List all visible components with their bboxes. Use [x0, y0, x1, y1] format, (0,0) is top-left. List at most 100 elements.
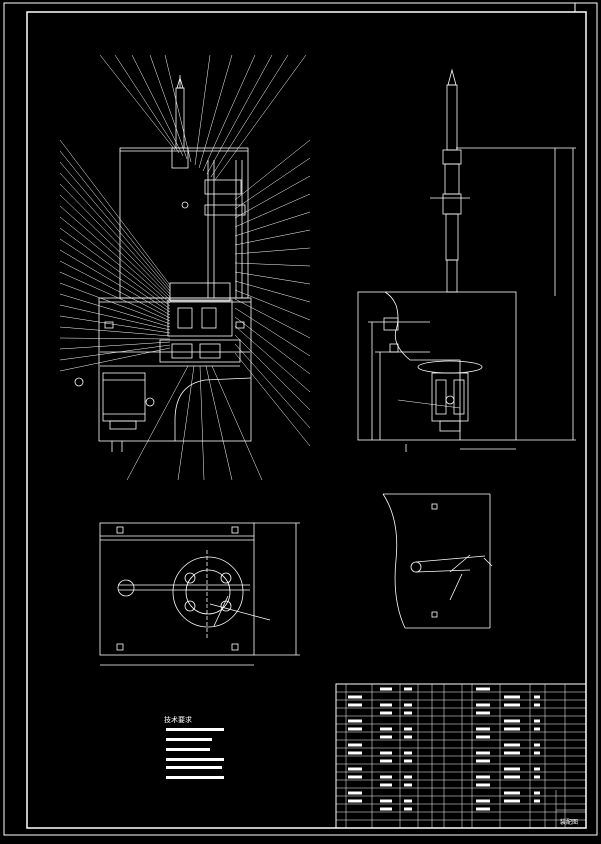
table-cell-text	[476, 687, 490, 691]
table-cell-text	[504, 743, 520, 747]
table-cell-text	[404, 783, 412, 787]
table-cell-text	[348, 791, 362, 795]
leader-line	[59, 304, 171, 331]
table-cell-text	[534, 743, 540, 747]
table-cell-text	[476, 751, 490, 755]
table-cell-text	[504, 791, 520, 795]
leader-line	[234, 298, 311, 339]
table-cell-text	[504, 703, 520, 707]
table-cell-text	[476, 807, 490, 811]
table-cell-text	[504, 751, 520, 755]
table-cell-text	[404, 807, 412, 811]
leader-line	[59, 293, 171, 328]
leader-line	[234, 211, 311, 237]
top-view	[99, 522, 300, 666]
table-cell-text	[380, 807, 392, 811]
leader-line	[59, 161, 171, 292]
leader-line	[234, 316, 311, 375]
table-cell-text	[348, 799, 362, 803]
leader-line	[211, 365, 263, 481]
table-cell-text	[404, 687, 412, 691]
leader-line	[234, 157, 311, 210]
table-cell-text	[476, 759, 490, 763]
table-cell-text	[404, 735, 412, 739]
table-cell-text	[534, 775, 540, 779]
leader-line	[210, 54, 289, 178]
table-cell-text	[404, 711, 412, 715]
table-cell-text	[404, 751, 412, 755]
leader-line	[234, 247, 311, 255]
table-cell-text	[348, 695, 362, 699]
table-cell-text	[380, 751, 392, 755]
leader-line	[234, 271, 311, 285]
leader-line	[59, 344, 171, 361]
table-cell-text	[534, 695, 540, 699]
table-cell-text	[348, 719, 362, 723]
table-cell-text	[504, 695, 520, 699]
leader-line	[59, 216, 171, 307]
leader-line	[59, 172, 171, 295]
leader-line	[198, 54, 233, 169]
leader-line	[59, 238, 171, 313]
leader-line	[205, 365, 233, 481]
table-cell-text	[348, 743, 362, 747]
leader-line	[234, 325, 311, 393]
notes-title: 技术要求	[164, 715, 192, 724]
table-cell-text	[348, 751, 362, 755]
front-view	[74, 75, 252, 452]
table-cell-text	[380, 711, 392, 715]
leader-line	[234, 343, 311, 429]
leader-line	[126, 365, 189, 481]
leader-line	[149, 54, 188, 160]
leader-line	[234, 307, 311, 357]
leader-line	[59, 150, 171, 289]
leader-line	[164, 54, 192, 163]
leader-line	[59, 249, 171, 316]
leader-line	[114, 54, 180, 154]
table-cell-text	[504, 727, 520, 731]
leader-line	[131, 54, 184, 157]
table-cell-text	[476, 775, 490, 779]
leader-line	[234, 262, 311, 267]
table-cell-text	[534, 799, 540, 803]
table-cell-text	[404, 775, 412, 779]
table-cell-text	[504, 799, 520, 803]
leader-line	[59, 139, 171, 286]
leader-line	[59, 337, 171, 340]
table-cell-text	[476, 783, 490, 787]
leader-line	[59, 227, 171, 310]
leader-line	[234, 229, 311, 246]
table-cell-text	[380, 703, 392, 707]
side-view	[357, 68, 576, 452]
leader-line	[234, 352, 311, 447]
part-number-leaders	[59, 54, 311, 481]
leader-line	[59, 315, 171, 334]
leader-line	[234, 193, 311, 228]
table-cell-text	[504, 767, 520, 771]
leader-line	[177, 365, 195, 481]
leader-line	[194, 54, 211, 166]
leader-line	[59, 205, 171, 304]
table-cell-text	[380, 727, 392, 731]
leader-line	[59, 194, 171, 301]
leader-line	[59, 282, 171, 325]
table-cell-text	[380, 687, 392, 691]
table-cell-text	[404, 727, 412, 731]
leader-line	[206, 54, 273, 175]
table-cell-text	[404, 799, 412, 803]
table-cell-text	[348, 767, 362, 771]
leader-line	[234, 175, 311, 219]
table-cell-text	[476, 703, 490, 707]
table-cell-text	[534, 727, 540, 731]
table-cell-text	[476, 711, 490, 715]
table-cell-text	[380, 775, 392, 779]
table-cell-text	[380, 759, 392, 763]
leader-line	[59, 347, 171, 372]
leader-line	[59, 326, 171, 337]
leader-line	[59, 271, 171, 322]
parts-list-table	[335, 683, 587, 829]
detail-view	[382, 493, 493, 629]
